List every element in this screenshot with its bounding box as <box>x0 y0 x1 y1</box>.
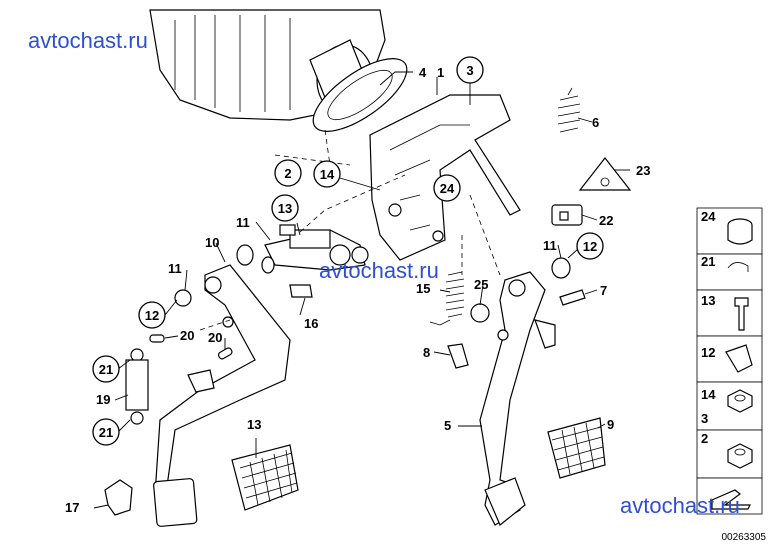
callout-2: 2 <box>284 166 291 181</box>
callout-15: 16 <box>304 316 318 331</box>
legend-13: 13 <box>701 293 715 308</box>
legend-24: 24 <box>701 209 716 224</box>
callout-12a: 12 <box>145 308 159 323</box>
callout-6: 6 <box>592 115 599 130</box>
callout-19: 19 <box>96 392 110 407</box>
callout-23: 23 <box>636 163 650 178</box>
callout-12b: 12 <box>583 239 597 254</box>
warning-label-23 <box>578 157 632 191</box>
legend-3: 3 <box>701 411 708 426</box>
legend-21: 21 <box>701 254 715 269</box>
clutch-pedal <box>153 264 291 527</box>
callout-17: 13 <box>247 417 261 432</box>
switch-22 <box>551 204 583 226</box>
brake-pedal <box>479 271 556 526</box>
pedal-pad-17 <box>231 444 299 511</box>
callout-14: 14 <box>320 167 335 182</box>
watermark-top-left: avtochast.ru <box>28 28 148 53</box>
spring-6 <box>557 87 581 133</box>
callout-labels: 4 1 6 23 22 11 10 11 20 20 19 16 13 17 1… <box>65 65 650 515</box>
callout-20b: 20 <box>208 330 222 345</box>
pedal-pad-9 <box>547 417 606 479</box>
callout-5: 5 <box>444 418 451 433</box>
callout-22: 22 <box>599 213 613 228</box>
callout-21a: 21 <box>99 362 113 377</box>
legend-2: 2 <box>701 431 708 446</box>
callout-24: 24 <box>440 181 455 196</box>
callout-3: 3 <box>466 63 473 78</box>
spring <box>125 348 149 425</box>
reference-number: 00263305 <box>721 532 767 543</box>
leader-lines <box>93 71 630 509</box>
watermark-bottom-right: avtochast.ru <box>620 493 740 518</box>
callout-21b: 21 <box>99 425 113 440</box>
callout-10: 10 <box>205 235 219 250</box>
callout-13: 13 <box>278 201 292 216</box>
pedal-bracket <box>369 94 521 261</box>
cover-18 <box>104 479 133 516</box>
return-spring <box>429 271 465 326</box>
callout-8: 8 <box>423 345 430 360</box>
callout-25: 25 <box>474 277 488 292</box>
callout-4: 4 <box>419 65 427 80</box>
assembly-lines <box>199 129 501 331</box>
legend-panel: 24 21 13 12 14 3 2 <box>696 207 763 515</box>
callout-9: 9 <box>607 417 614 432</box>
small-parts-right <box>447 257 586 369</box>
callout-1: 1 <box>437 65 444 80</box>
watermark-center: avtochast.ru <box>319 258 439 283</box>
callout-11b: 11 <box>168 261 182 276</box>
callout-20a: 20 <box>180 328 194 343</box>
legend-14: 14 <box>701 387 716 402</box>
callout-11c: 11 <box>543 238 557 253</box>
callout-16: 15 <box>416 281 430 296</box>
gasket <box>312 58 408 132</box>
callout-18: 17 <box>65 500 79 515</box>
small-parts-left <box>149 244 313 393</box>
circled-callouts: 3 2 14 24 13 12 21 21 12 <box>92 56 604 446</box>
callout-11a: 11 <box>236 215 250 230</box>
callout-7: 7 <box>600 283 607 298</box>
clutch-master-cylinder <box>264 224 369 271</box>
legend-12: 12 <box>701 345 715 360</box>
